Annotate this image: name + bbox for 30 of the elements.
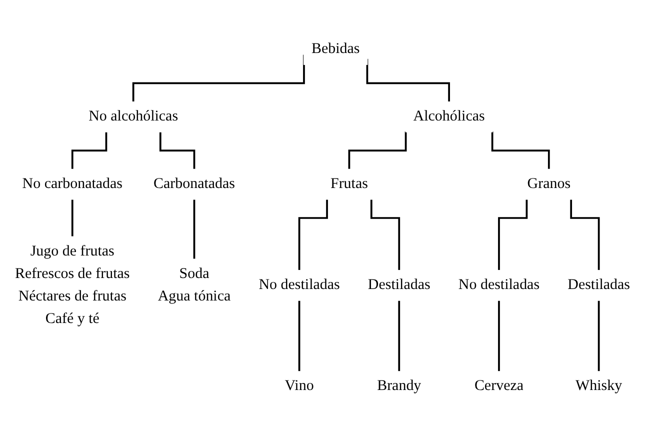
connector xyxy=(71,199,74,238)
node-text: Vino xyxy=(284,378,314,394)
connector xyxy=(491,132,550,170)
node-text: No destiladas xyxy=(258,276,340,293)
connector xyxy=(159,132,196,170)
connector xyxy=(298,300,300,372)
node-text: Jugo de frutas Refrescos de frutas Néctares de frutas Café y té xyxy=(14,243,130,327)
connector xyxy=(570,199,600,272)
connector xyxy=(193,199,196,260)
node-text: Frutas xyxy=(330,176,368,192)
node-text: Granos xyxy=(527,176,571,192)
connector xyxy=(348,132,407,170)
connector xyxy=(398,300,400,372)
node-text: No destiladas xyxy=(458,276,540,293)
node-text: Carbonatadas xyxy=(153,176,236,192)
node-text: Soda Agua tónica xyxy=(158,266,231,304)
connector xyxy=(298,199,328,272)
node-text: Destiladas xyxy=(368,276,430,293)
connector xyxy=(598,300,600,372)
node-text: Cerveza xyxy=(474,378,524,394)
node-text: Whisky xyxy=(576,378,622,394)
connector xyxy=(498,199,528,272)
node-text: Destiladas xyxy=(568,276,630,293)
node-text: Alcohólicas xyxy=(413,108,485,124)
connector xyxy=(498,300,500,372)
connector xyxy=(71,132,108,170)
node-text: No carbonatadas xyxy=(22,176,122,192)
node-text: Brandy xyxy=(377,378,422,394)
node-text: No alcohólicas xyxy=(88,108,178,124)
connector xyxy=(370,199,400,272)
